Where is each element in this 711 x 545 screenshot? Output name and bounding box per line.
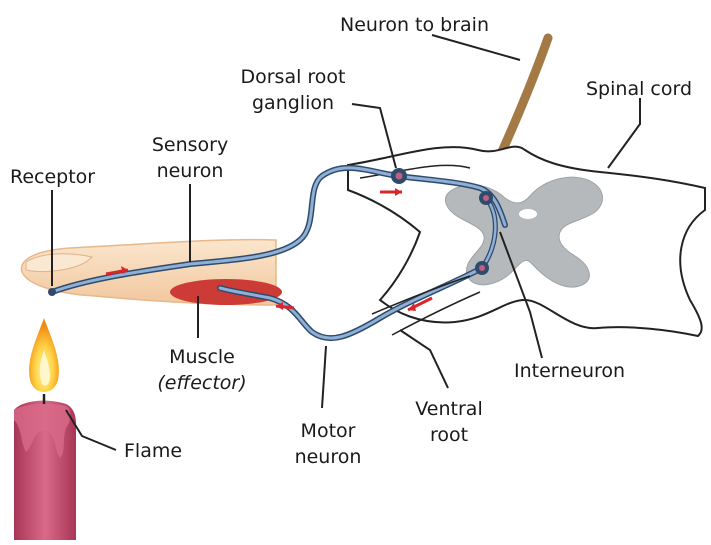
label-interneuron: Interneuron [514, 360, 625, 383]
label-ventral-root-1: Ventral [404, 398, 494, 421]
label-sensory-neuron-2: neuron [140, 160, 240, 183]
label-receptor: Receptor [10, 166, 95, 189]
leader-neuron-to-brain [432, 35, 520, 60]
leader-ventral-root [400, 330, 448, 388]
label-muscle: Muscle [150, 346, 254, 369]
label-spinal-cord: Spinal cord [586, 78, 692, 101]
label-dorsal-root-1: Dorsal root [232, 66, 354, 89]
label-ventral-root-2: root [404, 424, 494, 447]
label-effector: (effector) [140, 372, 264, 395]
leader-motor [322, 346, 326, 408]
label-neuron-to-brain: Neuron to brain [340, 14, 489, 37]
label-flame: Flame [124, 440, 182, 463]
label-motor-neuron-1: Motor [286, 420, 370, 443]
label-dorsal-root-2: ganglion [232, 92, 354, 115]
central-canal [519, 209, 537, 219]
leader-spinal-cord [608, 98, 640, 168]
label-sensory-neuron-1: Sensory [140, 134, 240, 157]
label-motor-neuron-2: neuron [286, 446, 370, 469]
receptor-dot [48, 288, 56, 296]
